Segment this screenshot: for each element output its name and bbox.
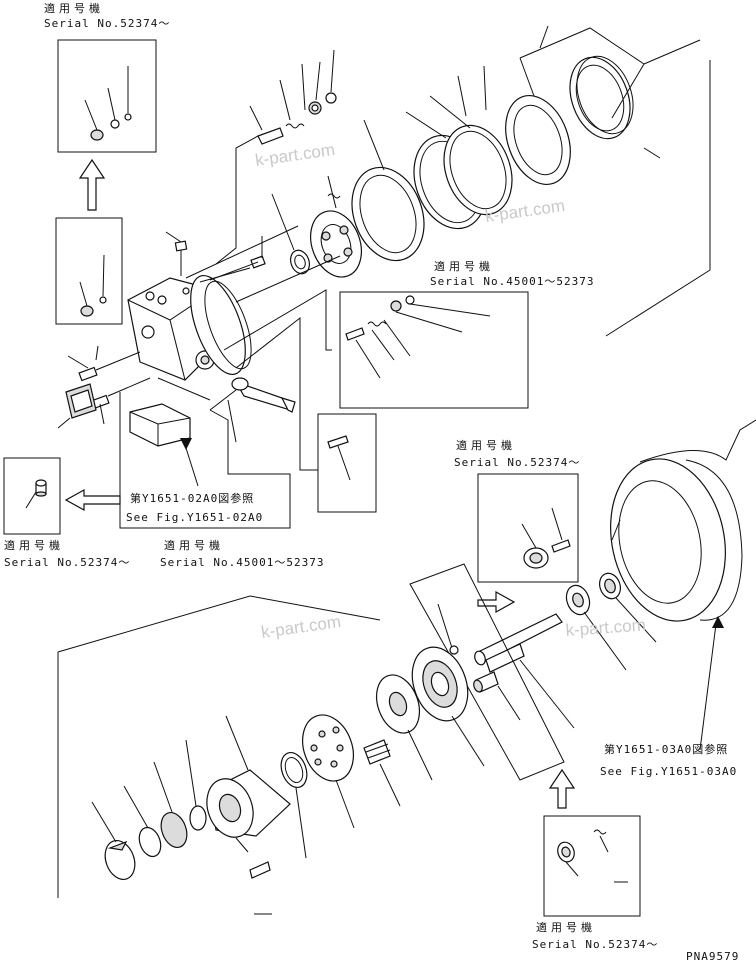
inset-parts-mid-right	[521, 507, 571, 569]
fitting-tube	[209, 377, 296, 443]
output-shaft	[473, 613, 575, 729]
brake-seal-ring	[271, 193, 311, 275]
label-applicable-upper-mid: 適用号機	[434, 259, 494, 273]
inset-box-pin	[317, 413, 377, 513]
watermark: k-part.com	[260, 612, 342, 642]
label-applicable-left: 適用号機	[4, 538, 64, 552]
watermark: k-part.com	[565, 615, 646, 640]
inset-parts-mid-left	[79, 254, 107, 317]
spring-stack-lower	[91, 739, 207, 880]
bracket-upper-right	[519, 27, 645, 119]
label-fig-03a0-en: See Fig.Y1651-03A0	[600, 765, 737, 778]
label-applicable-bottom-right: 適用号機	[536, 920, 596, 934]
brake-ring-1	[351, 119, 425, 262]
inset-box-upper-mid	[339, 291, 529, 409]
label-applicable-top-left: 適用号機	[44, 1, 104, 15]
label-serial-bottom-right: Serial No.52374～	[532, 938, 658, 951]
cylinder-block-lower	[206, 715, 291, 879]
seal-ring-lower	[280, 751, 308, 859]
inset-box-top-left	[57, 39, 157, 153]
inset-parts-top-left	[84, 66, 132, 141]
thrust-plate	[375, 674, 433, 781]
spring-piston-set-upper	[215, 49, 337, 265]
motor-housing	[127, 267, 252, 381]
inset-box-mid-right	[477, 473, 579, 583]
label-fig-03a0-jp: 第Y1651-03A0図参照	[604, 742, 728, 756]
label-fig-02a0-en: See Fig.Y1651-02A0	[126, 511, 263, 524]
bearing-outer	[599, 572, 657, 643]
inset-parts-bottom-right	[557, 829, 628, 883]
brake-piston	[569, 55, 634, 140]
housing-fasteners	[57, 231, 266, 429]
label-applicable-mid: 適用号機	[164, 538, 224, 552]
label-serial-45001-left: Serial No.45001～52373	[160, 556, 324, 569]
label-serial-45001-upper: Serial No.45001～52373	[430, 275, 594, 288]
valve-subassembly	[129, 403, 199, 487]
inset-box-bottom-right	[543, 815, 641, 917]
inset-part-pin	[327, 435, 351, 481]
arrow-right-mid	[477, 590, 516, 614]
arrow-up-top-left	[78, 158, 106, 211]
bracket-shaft	[409, 563, 565, 781]
brake-friction-plate	[505, 57, 571, 186]
bearing-inner	[565, 584, 627, 671]
inset-part-left	[25, 479, 47, 509]
arrow-left	[64, 488, 121, 512]
arrow-up-bottom-right	[548, 768, 576, 809]
label-fig-02a0-jp: 第Y1651-02A0図参照	[130, 491, 254, 505]
label-serial-left: Serial No.52374～	[4, 556, 130, 569]
bracket-lower-left	[57, 595, 381, 653]
drawing-code: PNA9579	[686, 950, 739, 963]
drive-disc-large	[411, 646, 485, 767]
watermark: k-part.com	[254, 140, 336, 170]
inset-parts-upper-mid	[345, 295, 491, 379]
label-applicable-mid-right: 適用号機	[456, 438, 516, 452]
brake-ring-3	[429, 95, 513, 216]
spring-retainer	[363, 739, 401, 807]
inset-box-left	[3, 457, 61, 535]
label-serial-mid-right: Serial No.52374～	[454, 456, 580, 469]
final-drive-hub	[610, 419, 756, 751]
inset-box-mid-left	[55, 217, 123, 325]
label-serial-top-left: Serial No.52374～	[44, 17, 170, 30]
valve-plate	[302, 714, 355, 829]
